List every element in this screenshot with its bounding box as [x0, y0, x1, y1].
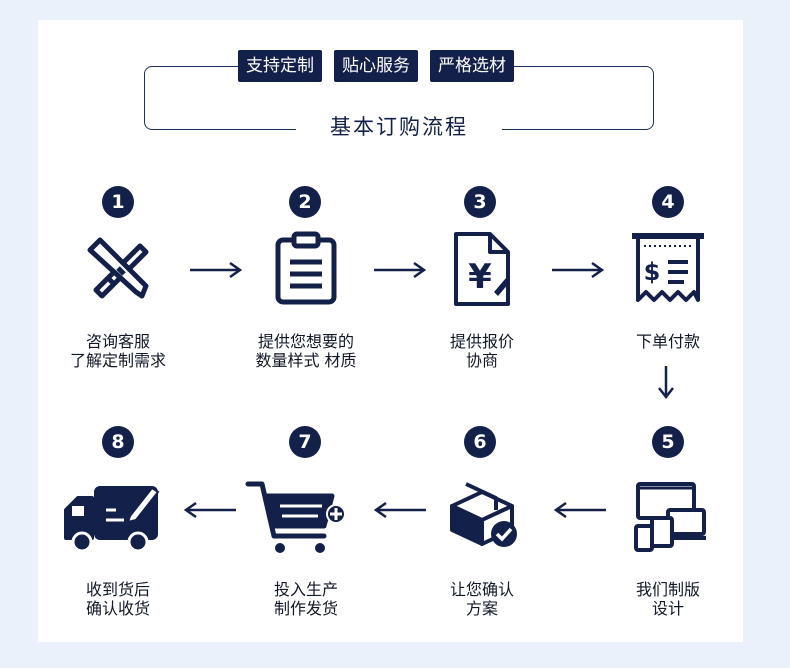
- svg-text:¥: ¥: [468, 257, 492, 297]
- arrow-right-icon: [374, 261, 427, 279]
- step-2-line2: 数量样式 材质: [255, 351, 357, 370]
- step-7-label: 投入生产 制作发货: [226, 580, 386, 618]
- step-4-line1: 下单付款: [635, 332, 700, 351]
- step-7-line2: 制作发货: [273, 599, 338, 618]
- step-2-number: 2: [289, 186, 321, 218]
- step-1-line1: 咨询客服: [85, 332, 150, 351]
- arrow-right-icon: [190, 261, 243, 279]
- step-5-line1: 我们制版: [635, 580, 700, 599]
- step-5-line2: 设计: [651, 599, 684, 618]
- box-check-icon: [450, 482, 517, 547]
- step-6-label: 让您确认 方案: [402, 580, 562, 618]
- page-title: 基本订购流程: [296, 110, 502, 144]
- arrow-left-icon: [553, 501, 606, 519]
- arrow-right-icon: [552, 261, 605, 279]
- arrow-left-icon: [183, 501, 236, 519]
- step-1-number: 1: [102, 186, 134, 218]
- tag-service: 贴心服务: [334, 50, 418, 82]
- truck-icon: [64, 486, 160, 553]
- step-8-line2: 确认收货: [85, 599, 150, 618]
- step-7-line1: 投入生产: [273, 580, 338, 599]
- step-5-number: 5: [652, 426, 684, 458]
- step-8-line1: 收到货后: [85, 580, 150, 599]
- step-4-number: 4: [652, 186, 684, 218]
- step-1-line2: 了解定制需求: [69, 351, 166, 370]
- step-7-number: 7: [289, 426, 321, 458]
- step-4-label: 下单付款: [588, 332, 748, 351]
- svg-text:$: $: [644, 258, 661, 286]
- step-3-label: 提供报价 协商: [402, 332, 562, 370]
- feature-tags: 支持定制 贴心服务 严格选材: [238, 50, 514, 82]
- step-2-line1: 提供您想要的: [257, 332, 354, 351]
- tag-customization: 支持定制: [238, 50, 322, 82]
- step-3-line2: 协商: [465, 351, 498, 370]
- receipt-icon: $: [632, 233, 704, 302]
- arrow-down-icon: [658, 366, 674, 400]
- arrow-left-icon: [373, 501, 426, 519]
- step-8-label: 收到货后 确认收货: [38, 580, 198, 618]
- step-6-line1: 让您确认: [449, 580, 514, 599]
- step-3-line1: 提供报价: [449, 332, 514, 351]
- tag-materials: 严格选材: [430, 50, 514, 82]
- ruler-pencil-icon: [87, 237, 149, 299]
- step-6-line2: 方案: [465, 599, 498, 618]
- step-5-label: 我们制版 设计: [588, 580, 748, 618]
- step-3-number: 3: [464, 186, 496, 218]
- step-1-label: 咨询客服 了解定制需求: [38, 332, 198, 370]
- clipboard-icon: [275, 231, 337, 305]
- step-8-number: 8: [102, 426, 134, 458]
- flow-card: 支持定制 贴心服务 严格选材 基本订购流程 1 咨询客服 了解定制需求 2 提: [38, 20, 743, 642]
- devices-icon: [634, 482, 706, 552]
- step-6-number: 6: [464, 426, 496, 458]
- cart-icon: [245, 481, 346, 553]
- step-2-label: 提供您想要的 数量样式 材质: [226, 332, 386, 370]
- price-document-icon: ¥: [454, 232, 510, 306]
